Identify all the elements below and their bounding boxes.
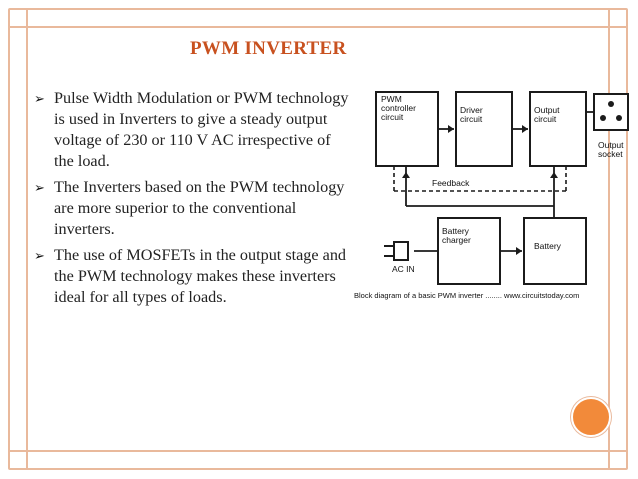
socket-icon [600, 101, 622, 121]
bullet-text: Pulse Width Modulation or PWM technology… [54, 89, 349, 170]
bullet-item: ➢ The Inverters based on the PWM technolo… [34, 177, 354, 240]
battery-label: Battery [534, 241, 562, 251]
battery-block [523, 217, 587, 285]
bullet-item: ➢ The use of MOSFETs in the output stage … [34, 245, 354, 308]
frame-line-bottom [10, 450, 626, 452]
frame-line-top [10, 26, 626, 28]
frame-line-right [608, 10, 610, 468]
slide-title: PWM INVERTER [190, 38, 347, 59]
arrow-bullet-icon: ➢ [34, 180, 45, 195]
output-block [529, 91, 587, 167]
slide-frame [8, 8, 628, 470]
plug-icon [384, 241, 409, 261]
feedback-label: Feedback [432, 178, 470, 188]
socket-block [593, 93, 629, 131]
driver-block [455, 91, 513, 167]
frame-line-left [26, 10, 28, 468]
bullet-text: The use of MOSFETs in the output stage a… [54, 246, 347, 306]
bullet-list: ➢ Pulse Width Modulation or PWM technolog… [34, 88, 354, 313]
arrow-bullet-icon: ➢ [34, 248, 45, 263]
bullet-text: The Inverters based on the PWM technolog… [54, 178, 345, 238]
arrow-bullet-icon: ➢ [34, 91, 45, 106]
diagram-caption: Block diagram of a basic PWM inverter ..… [354, 291, 579, 300]
bullet-item: ➢ Pulse Width Modulation or PWM technolog… [34, 88, 354, 172]
ac-in-label: AC IN [392, 264, 415, 274]
decorative-circle [571, 397, 611, 437]
